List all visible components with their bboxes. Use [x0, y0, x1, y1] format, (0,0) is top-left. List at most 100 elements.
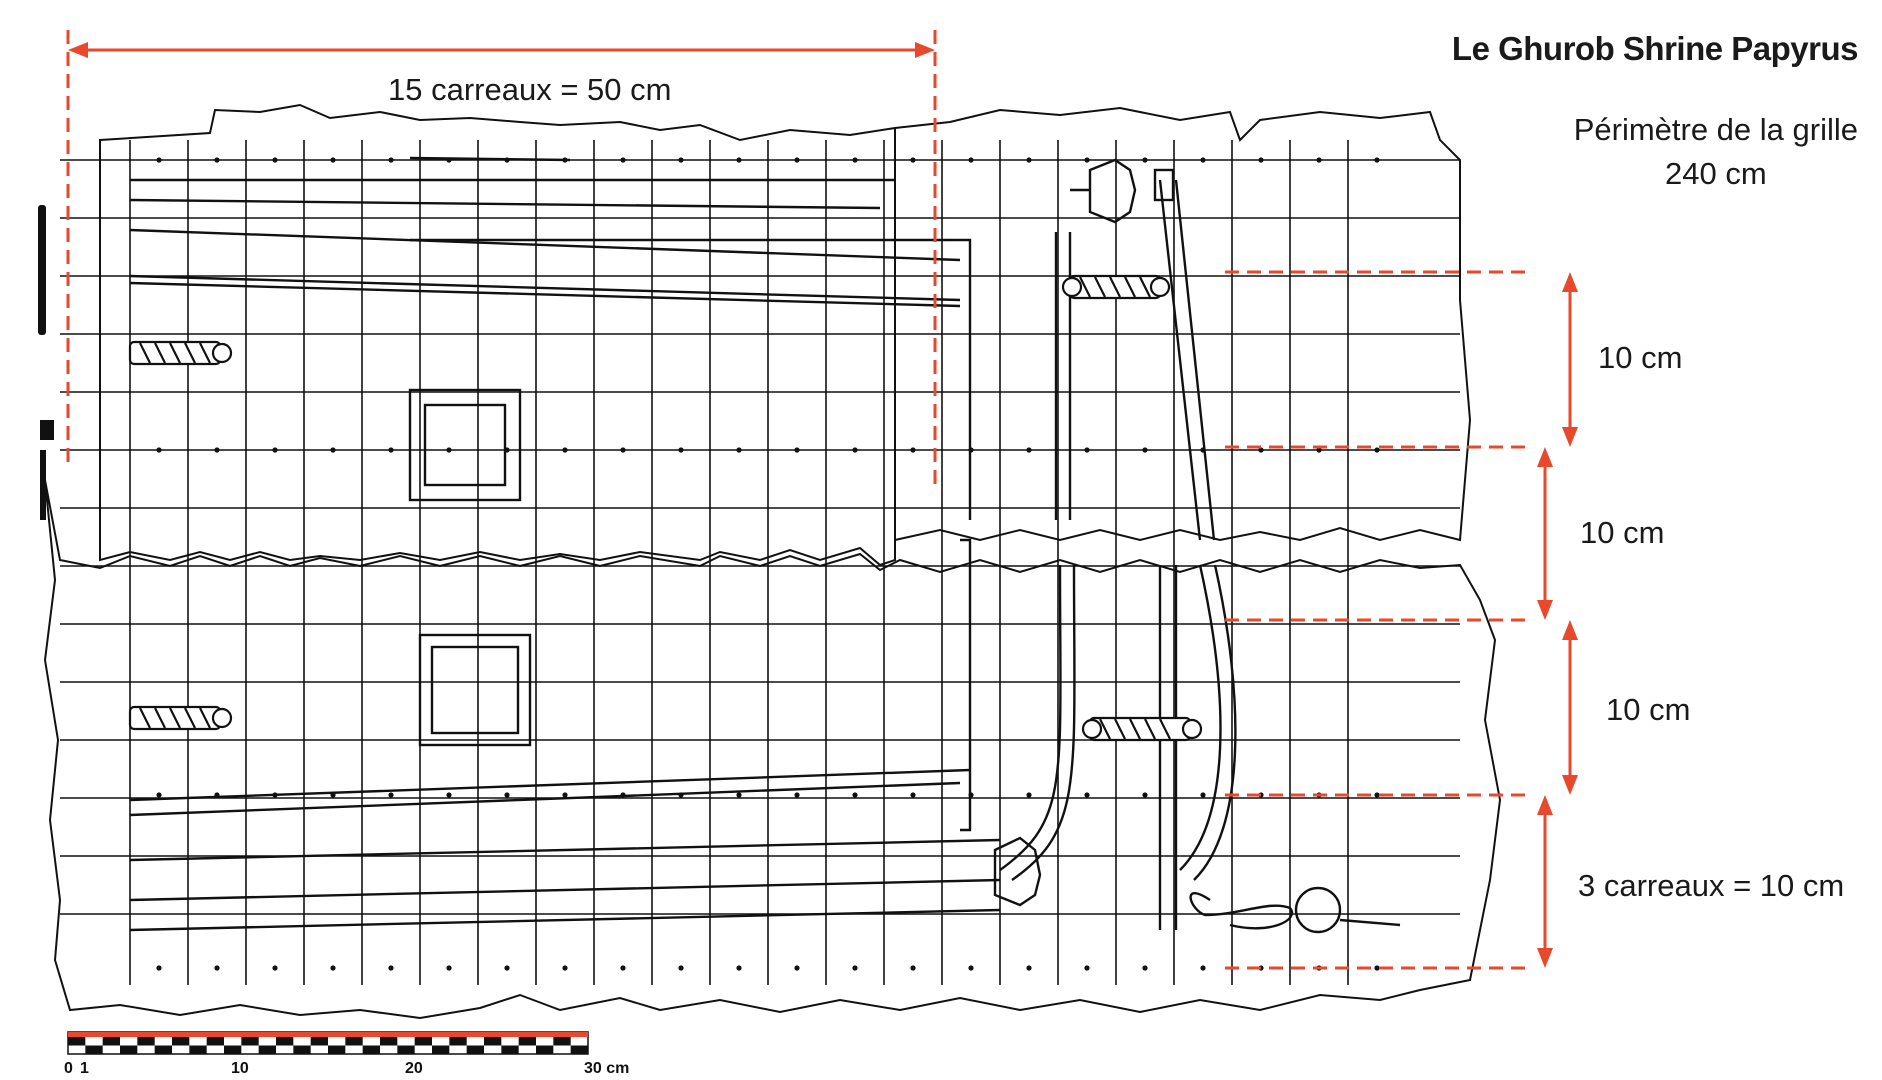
scale-tick-30: 30 cm: [584, 1060, 630, 1077]
scale-bar-cell: [553, 1037, 571, 1046]
grid-dot: [794, 792, 800, 798]
grid-dot: [272, 447, 278, 453]
grid-dot: [562, 965, 568, 971]
grid-dot: [852, 792, 858, 798]
scale-tick-0: 0: [64, 1060, 73, 1077]
grid-dot: [272, 965, 278, 971]
papyrus-fragment-outline: [43, 103, 1502, 1020]
grid-dot: [968, 965, 974, 971]
grid-dot: [620, 157, 626, 163]
grid-dot: [156, 965, 162, 971]
grid-dot: [1084, 157, 1090, 163]
grid-dot: [1374, 965, 1380, 971]
top-dimension-label: 15 carreaux = 50 cm: [388, 72, 672, 107]
carved-beams: [128, 274, 1203, 742]
scale-bar-cell: [536, 1045, 554, 1054]
scale-bar-cell: [432, 1045, 450, 1054]
scale-bar-cell: [102, 1037, 120, 1046]
scale-bar-cell: [293, 1045, 311, 1054]
grid-dot: [852, 447, 858, 453]
grid-dot: [910, 447, 916, 453]
scale-tick-10: 10: [231, 1060, 249, 1077]
grid-dot: [330, 157, 336, 163]
grid-dot: [388, 792, 394, 798]
grid-dot: [910, 965, 916, 971]
scale-bar-cell: [501, 1045, 519, 1054]
grid-dot: [678, 447, 684, 453]
grid-dot: [562, 792, 568, 798]
scale-bar-cell: [414, 1037, 432, 1046]
scale-bar-cell: [276, 1037, 294, 1046]
grid-dot: [330, 965, 336, 971]
right-dimension-label-4: 3 carreaux = 10 cm: [1578, 868, 1845, 903]
scale-bar-cell: [570, 1045, 588, 1054]
grid-dot: [388, 157, 394, 163]
scale-bar-cell: [345, 1037, 363, 1046]
scale-bar-cell: [380, 1037, 398, 1046]
scale-bar-cell: [172, 1037, 190, 1046]
grid-dot: [736, 447, 742, 453]
diagram-title: Le Ghurob Shrine Papyrus: [1451, 30, 1859, 67]
grid-dot: [794, 447, 800, 453]
scale-bar-cell: [137, 1037, 155, 1046]
right-dimension-label-1: 10 cm: [1598, 340, 1683, 375]
right-dimension-label-3: 10 cm: [1606, 692, 1691, 727]
grid-dot: [1026, 447, 1032, 453]
grid-dot: [504, 965, 510, 971]
grid-dot: [1316, 447, 1322, 453]
grid-dot: [1258, 157, 1264, 163]
scale-bar-cell: [466, 1045, 484, 1054]
scale-bar: [67, 1031, 589, 1055]
scale-bar-cell: [189, 1045, 207, 1054]
grid-dot: [736, 965, 742, 971]
grid-dot: [910, 157, 916, 163]
grid-dot: [446, 447, 452, 453]
grid-dot: [1026, 965, 1032, 971]
grid-dot: [1142, 157, 1148, 163]
grid-dot: [620, 447, 626, 453]
grid-dot: [562, 447, 568, 453]
grid-dot: [852, 157, 858, 163]
grid-dot: [1084, 965, 1090, 971]
scale-bar-cell: [449, 1037, 467, 1046]
grid-dot: [736, 792, 742, 798]
grid-dot: [156, 447, 162, 453]
scale-bar-cell: [310, 1037, 328, 1046]
perimeter-line-1: Périmètre de la grille: [1573, 112, 1858, 147]
grid-dot: [1374, 792, 1380, 798]
scale-bar-cell: [154, 1045, 172, 1054]
scale-bar-cell: [484, 1037, 502, 1046]
scale-bar-cell: [362, 1045, 380, 1054]
scale-bar-cell: [206, 1037, 224, 1046]
grid-dot: [1374, 157, 1380, 163]
dimension-lines: [66, 30, 1578, 970]
grid-dot: [794, 965, 800, 971]
grid-dot: [1374, 447, 1380, 453]
scale-tick-1: 1: [80, 1060, 89, 1077]
grid-dot: [910, 792, 916, 798]
scale-bar-cell: [241, 1037, 259, 1046]
scale-bar-cell: [120, 1045, 138, 1054]
grid-dot: [446, 792, 452, 798]
perimeter-line-2: 240 cm: [1665, 156, 1767, 191]
grid-dot: [1316, 157, 1322, 163]
perimeter-note: Périmètre de la grille 240 cm: [1574, 108, 1858, 196]
grid-dot: [1142, 447, 1148, 453]
grid-dot: [794, 157, 800, 163]
scale-tick-20: 20: [405, 1060, 423, 1077]
grid-dot: [1084, 447, 1090, 453]
grid-dot: [1200, 157, 1206, 163]
scale-bar-cell: [224, 1045, 242, 1054]
grid-dot: [1026, 792, 1032, 798]
grid-dot: [1084, 792, 1090, 798]
grid-dot: [678, 157, 684, 163]
grid-dot: [852, 965, 858, 971]
grid-dot: [272, 157, 278, 163]
scale-bar-cell: [518, 1037, 536, 1046]
grid-dot: [156, 157, 162, 163]
grid-dot: [1258, 447, 1264, 453]
shrine-architecture-lines: [129, 156, 1401, 934]
scale-bar-cell: [328, 1045, 346, 1054]
